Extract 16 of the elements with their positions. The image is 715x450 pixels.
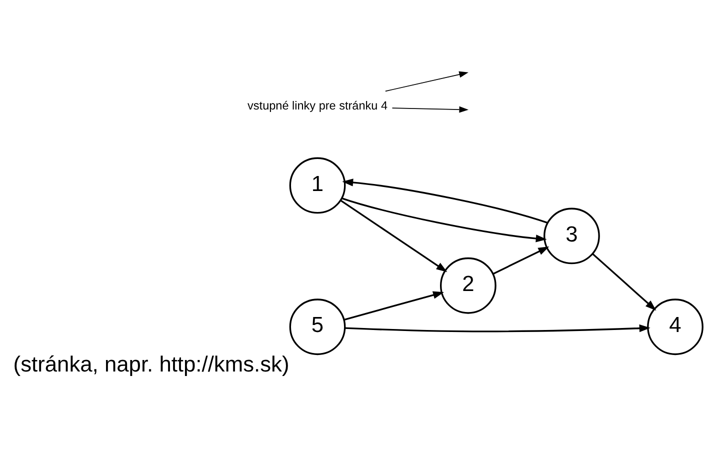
- arrow: [342, 196, 547, 242]
- arrow: [340, 199, 448, 272]
- node-circle: 1: [289, 156, 346, 214]
- arrow: [342, 178, 548, 224]
- arrow: [592, 252, 656, 310]
- node-circle: 2: [440, 256, 496, 314]
- node-label: (stránka, napr. http://kms.sk): [13, 351, 290, 376]
- arrow: [392, 106, 468, 112]
- arrow: [492, 246, 550, 274]
- node-circle: 4: [647, 298, 704, 355]
- node-circle: 5: [289, 298, 346, 355]
- node-circle: 3: [544, 207, 600, 264]
- arrow: [385, 70, 468, 92]
- node-text: vstupné linky pre stránku 4: [248, 98, 388, 112]
- arrow: [344, 324, 650, 332]
- arrow: [344, 290, 444, 320]
